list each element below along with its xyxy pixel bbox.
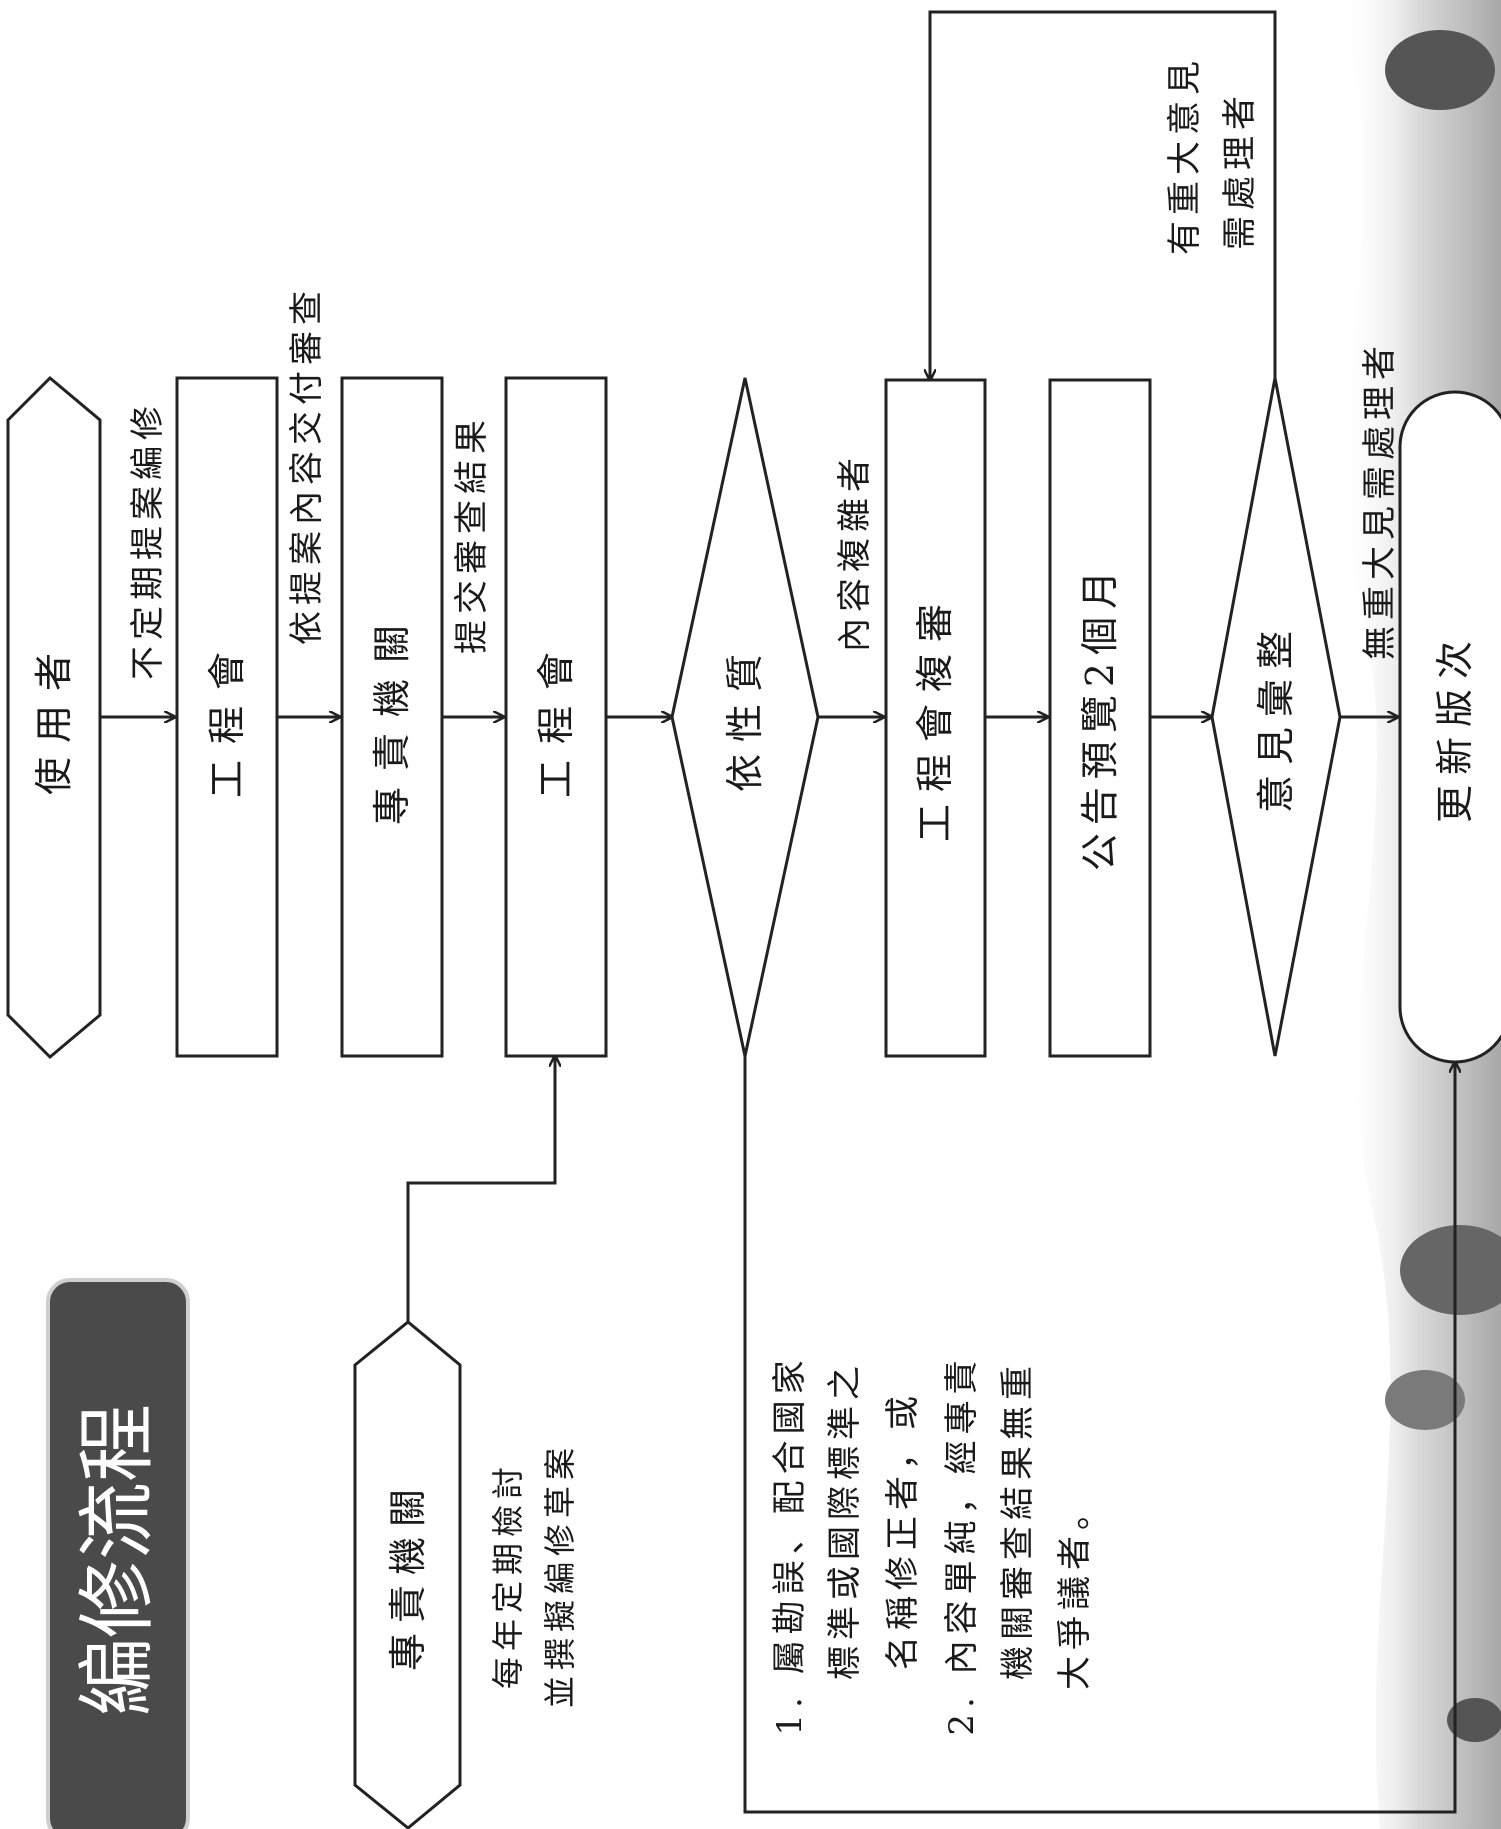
label-propose: 不定期提案編修	[128, 400, 168, 680]
node-agency-1: 專責機關	[340, 376, 444, 1058]
criteria-notes: 1. 屬勘誤、配合國家 標準或國際標準之 名稱修正者，或 2. 內容單純，經專責…	[770, 1354, 1095, 1735]
label-submit-review: 依提案內容交付審查	[287, 285, 327, 645]
label-annual-2: 並撰擬編修草案	[541, 1442, 579, 1708]
node-announce: 公告預覽2個月	[1048, 378, 1152, 1058]
note-line: 1. 屬勘誤、配合國家	[770, 1354, 810, 1735]
label-annual-1: 每年定期檢討	[489, 1461, 527, 1689]
label-major-opinion-1: 有重大意見	[1165, 55, 1205, 255]
label-submit-result: 提交審查結果	[452, 414, 492, 654]
tree-icon	[1447, 1698, 1501, 1742]
svg-text:使用者: 使用者	[32, 639, 76, 795]
svg-text:專責機關: 專責機關	[370, 609, 414, 825]
note-line: 大爭議者。	[1055, 1490, 1095, 1690]
note-line: 2. 內容單純，經專責	[942, 1354, 982, 1735]
svg-text:工程會複審: 工程會複審	[913, 592, 957, 842]
node-update-version: 更新版次	[1398, 390, 1501, 1064]
node-opinion-decision: 意見彙整	[1210, 377, 1342, 1057]
page-title: 編修流程	[73, 1404, 163, 1716]
note-line: 機關審查結果無重	[998, 1360, 1038, 1680]
svg-text:工程會: 工程會	[534, 636, 578, 798]
node-eng-review: 工程會複審	[884, 378, 987, 1058]
tree-icon	[1385, 30, 1495, 110]
edge-labels: 不定期提案編修 依提案內容交付審查 提交審查結果 內容複雜者 有重大意見 需處理…	[128, 55, 1400, 1708]
svg-text:專責機關: 專責機關	[386, 1479, 430, 1671]
svg-text:工程會: 工程會	[205, 636, 249, 798]
svg-text:更新版次: 更新版次	[1433, 631, 1477, 823]
node-eng-2: 工程會	[504, 376, 608, 1058]
connectors	[100, 10, 1455, 1814]
tree-icon	[1400, 1225, 1501, 1315]
label-complex: 內容複雜者	[835, 452, 875, 652]
node-user: 使用者	[6, 375, 102, 1060]
tree-icon	[1385, 1370, 1465, 1430]
svg-text:公告預覽2個月: 公告預覽2個月	[1078, 563, 1122, 871]
note-line: 標準或國際標準之	[825, 1360, 865, 1680]
label-no-major-opinion: 無重大見需處理者	[1360, 340, 1400, 660]
node-agency-2: 專責機關	[353, 1320, 462, 1829]
note-line: 名稱修正者，或	[883, 1390, 923, 1670]
node-eng-1: 工程會	[175, 376, 279, 1058]
label-major-opinion-2: 需處理者	[1220, 90, 1260, 250]
node-nature-decision: 依性質	[670, 377, 820, 1057]
svg-text:依性質: 依性質	[723, 642, 767, 792]
svg-text:意見彙整: 意見彙整	[1254, 621, 1298, 813]
title-banner: 編修流程	[46, 1278, 190, 1829]
